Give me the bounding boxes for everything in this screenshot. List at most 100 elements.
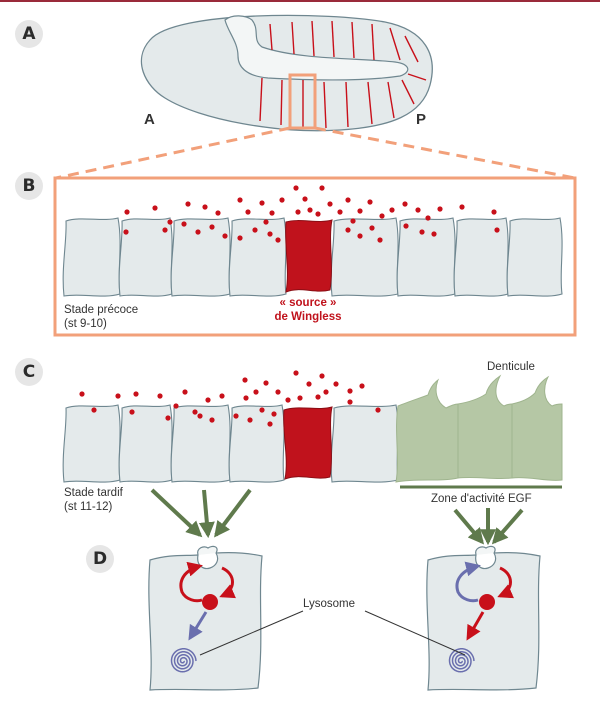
wingless-particle	[197, 413, 203, 419]
wingless-particle	[243, 395, 249, 401]
wingless-particle	[219, 393, 225, 399]
wingless-particle	[267, 421, 273, 427]
wingless-particle	[333, 381, 339, 387]
wingless-particle	[327, 201, 333, 207]
wingless-particle	[271, 411, 277, 417]
wingless-particle	[377, 237, 383, 243]
wingless-particle	[347, 399, 353, 405]
wingless-particle	[375, 407, 381, 413]
wingless-particle	[494, 227, 500, 233]
wingless-particle	[279, 197, 285, 203]
wingless-particle	[345, 197, 351, 203]
wingless-particle	[402, 201, 408, 207]
wingless-particle	[91, 407, 97, 413]
wingless-particle	[337, 209, 343, 215]
wingless-particle	[133, 391, 139, 397]
wingless-source-cell-late	[283, 406, 333, 480]
wingless-particle	[350, 218, 356, 224]
lysosome-spiral-right	[448, 648, 475, 673]
top-border	[0, 0, 600, 2]
late-stage-line2: (st 11-12)	[64, 501, 113, 513]
wingless-particle	[459, 204, 465, 210]
wingless-particle	[202, 204, 208, 210]
wingless-particle	[253, 389, 259, 395]
wingless-particle	[195, 229, 201, 235]
wingless-particle	[237, 235, 243, 241]
wingless-particle	[167, 219, 173, 225]
wingless-particle	[79, 391, 85, 397]
wingless-particle	[357, 233, 363, 239]
wingless-particle	[437, 206, 443, 212]
panel-d-badge: D	[86, 545, 114, 573]
wingless-particle	[162, 227, 168, 233]
wingless-particle	[319, 185, 325, 191]
wingless-particle	[431, 231, 437, 237]
wingless-particle	[152, 205, 158, 211]
lysosome-pointers	[199, 610, 466, 656]
wingless-particle	[263, 219, 269, 225]
wingless-particle	[173, 403, 179, 409]
wingless-particle	[285, 397, 291, 403]
wingless-particle	[115, 393, 121, 399]
embryo-segment-stripes	[259, 20, 427, 129]
epithelial-cell	[62, 217, 121, 297]
wingless-particle	[205, 397, 211, 403]
posterior-label: P	[416, 111, 427, 128]
early-stage-line2: (st 9-10)	[64, 318, 107, 330]
wingless-particle	[259, 200, 265, 206]
wingless-particle	[319, 373, 325, 379]
wingless-particle	[379, 213, 385, 219]
wingless-particle	[307, 207, 313, 213]
wingless-particle	[209, 224, 215, 230]
degradation-arrow-right	[466, 611, 485, 641]
cell-left	[148, 545, 263, 691]
wingless-particle	[182, 389, 188, 395]
late-stage-label: Stade tardif (st 11-12)	[64, 486, 123, 514]
wingless-particle	[369, 225, 375, 231]
source-label: « source » de Wingless	[258, 296, 358, 324]
recycling-arrow-left	[179, 561, 203, 603]
wingless-particle	[181, 221, 187, 227]
wingless-particle	[129, 409, 135, 415]
early-cell-row	[62, 217, 563, 297]
wingless-particle	[237, 197, 243, 203]
wingless-particle	[357, 208, 363, 214]
wingless-particle	[359, 383, 365, 389]
internalization-arrow-right	[497, 566, 514, 599]
wingless-particle	[367, 199, 373, 205]
wingless-particle	[425, 215, 431, 221]
anterior-label: A	[144, 111, 155, 128]
epithelial-cell	[170, 217, 231, 297]
wingless-particle	[302, 196, 308, 202]
wingless-particle	[222, 233, 228, 239]
wingless-vesicle-left	[202, 594, 218, 610]
epithelial-cell	[330, 404, 399, 483]
lysosome-label: Lysosome	[303, 598, 355, 610]
wingless-particle	[157, 393, 163, 399]
wingless-particle	[293, 185, 299, 191]
wingless-particle	[259, 407, 265, 413]
epithelial-cell	[506, 217, 563, 297]
wingless-particle	[491, 209, 497, 215]
epithelial-cell	[330, 217, 399, 297]
wingless-particle	[315, 394, 321, 400]
wingless-particle	[165, 415, 171, 421]
wingless-particle	[297, 395, 303, 401]
wingless-particle	[124, 209, 130, 215]
wingless-particle	[275, 389, 281, 395]
wingless-particle	[315, 211, 321, 217]
wingless-particle	[306, 381, 312, 387]
epithelial-cell	[62, 404, 121, 483]
wingless-particle	[242, 377, 248, 383]
panel-b-badge: B	[15, 172, 43, 200]
late-cell-row	[62, 404, 399, 483]
embryo	[140, 14, 433, 132]
wingless-particle	[419, 229, 425, 235]
epithelial-cell	[228, 217, 287, 297]
wingless-particle	[247, 417, 253, 423]
wingless-particle	[263, 380, 269, 386]
zoom-box	[288, 73, 317, 130]
source-line1: « source »	[279, 297, 337, 309]
wingless-particle	[415, 207, 421, 213]
wingless-particle	[252, 227, 258, 233]
